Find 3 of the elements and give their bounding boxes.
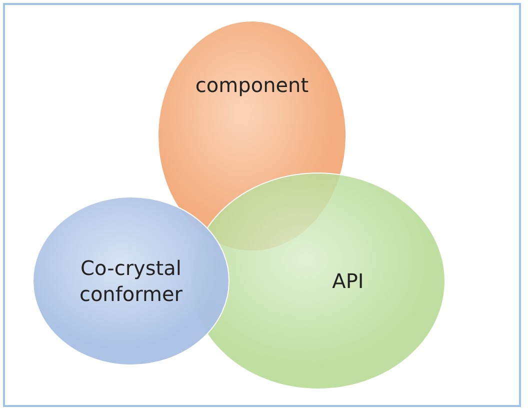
venn-label: component [195, 72, 309, 98]
venn-label: Co-crystal conformer [78, 255, 184, 307]
venn-label: API [332, 268, 364, 294]
